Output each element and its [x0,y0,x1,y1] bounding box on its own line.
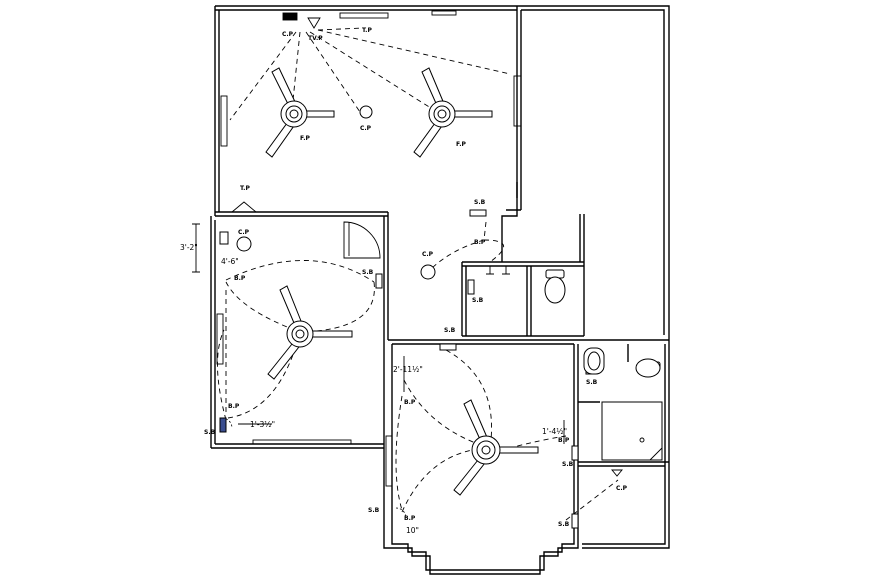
plumbing-fixtures [544,269,663,461]
label-bp: B.P [228,403,240,410]
label-sb: S.B [562,461,574,468]
label-sb: S.B [472,297,484,304]
label-tvp: TV.P [308,35,323,42]
ceiling-points [236,105,623,477]
label-cp: C.P [282,31,294,38]
dimensions: 3'-2" 4'-6" 1'-3½" 2'-11½" 1'-4½" 10" [180,223,567,535]
dimension-bedroom-left-switch: 4'-6" [221,257,239,266]
label-sb: S.B [474,199,486,206]
label-sb: S.B [204,429,216,436]
label-bp: B.P [404,515,416,522]
label-sb: S.B [586,379,598,386]
label-bp: B.P [234,275,246,282]
label-cp: C.P [422,251,434,258]
switch-board-icon [219,417,227,433]
ceiling-light-icon [359,105,373,119]
switch-board-icon [375,273,383,289]
shower-tray-icon [601,401,663,461]
toilet-icon [544,269,566,304]
dimension-bedroom-right-side: 1'-4½" [542,427,567,436]
switch-board-icon [571,445,579,461]
label-sb: S.B [362,269,374,276]
ceiling-light-icon [236,236,252,252]
ceiling-fan-icon [453,399,539,496]
dimension-bedroom-left-bottom: 1'-3½" [250,420,275,429]
label-tp: T.P [240,185,250,192]
dimension-bedroom-right-top: 2'-11½" [393,365,423,374]
label-cp: C.P [238,229,250,236]
dimension-bedroom-right-bottom: 10" [406,526,419,535]
power-point-icon [486,266,510,275]
toilet-icon [635,358,661,378]
windows [216,10,522,487]
ceiling-fan-icon [413,67,493,158]
label-bp: B.P [474,239,486,246]
labels: C.P T.P TV.P C.P F.P F.P T.P S.B B.P C.P… [204,27,628,528]
label-cp: C.P [360,125,372,132]
wash-basin-icon [583,347,605,375]
ceiling-light-icon [420,264,436,280]
label-sb: S.B [444,327,456,334]
switch-board-icon [439,343,457,351]
switch-board-icon [469,209,487,217]
ceiling-fan-icon [267,285,353,380]
label-fp: F.P [456,141,466,148]
switch-board-icon [571,513,579,529]
switch-arcs [221,417,407,519]
switch-board-icon [467,279,475,295]
switch-board-icon [219,231,229,245]
dimension-bedroom-left-height: 3'-2" [180,243,198,252]
ceiling-light-icon [611,469,623,477]
label-sb: S.B [558,521,570,528]
telephone-point-icon [231,201,257,213]
label-bp: B.P [404,399,416,406]
tv-point-icon [307,17,321,29]
label-cp: C.P [616,485,628,492]
ceiling-fan-icon [265,67,335,158]
label-sb: S.B [368,507,380,514]
label-fp: F.P [300,135,310,142]
walls [210,5,670,575]
doors [343,221,381,259]
label-tp: T.P [362,27,372,34]
